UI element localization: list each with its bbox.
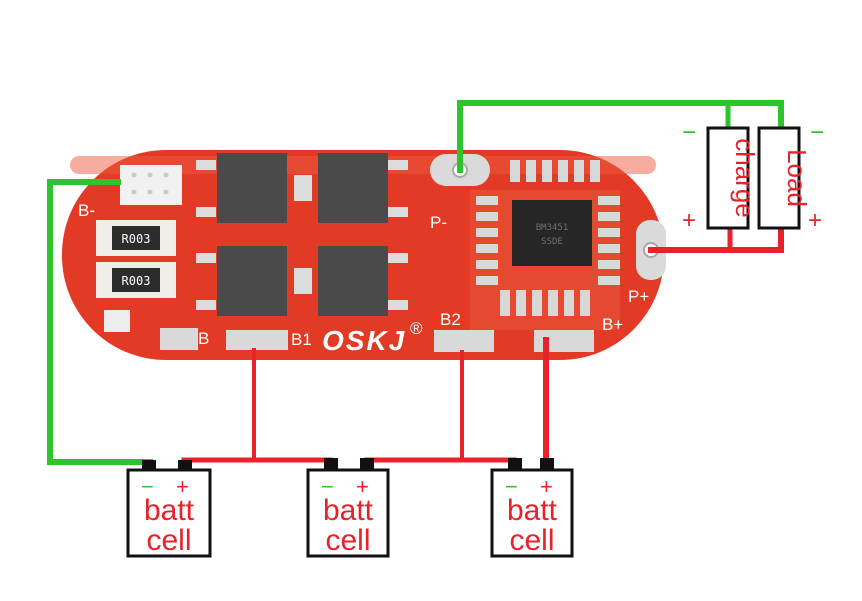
- load-plus-sign: +: [808, 207, 822, 234]
- wire-b-minus-to-cell1: [47, 179, 153, 465]
- cell-1-plus: +: [176, 474, 189, 499]
- b-minus-pad: [120, 165, 182, 205]
- resistor-2-marking: R003: [122, 274, 151, 288]
- charge-minus-sign: −: [682, 119, 696, 146]
- cell-3-plus: +: [540, 474, 553, 499]
- pad-b: [160, 328, 198, 350]
- cell-1-minus: −: [141, 474, 154, 499]
- cell-2-line2: cell: [325, 524, 370, 557]
- b-minus-pad-dots: [131, 172, 169, 195]
- load-label: Load: [782, 149, 812, 207]
- label-b: B: [198, 329, 209, 348]
- pcb-board: B- R003 R003 B B1: [62, 150, 666, 360]
- mosfet-3: [217, 246, 287, 316]
- wire-p-minus-to-terminals: [457, 100, 784, 173]
- svg-text:SSDE: SSDE: [541, 237, 563, 247]
- protection-ic: [512, 200, 592, 266]
- pad-b2: [434, 330, 494, 352]
- sense-resistor-1: R003: [96, 220, 176, 256]
- cell-3-line1: batt: [507, 494, 558, 527]
- label-b1: B1: [291, 330, 312, 349]
- battery-cell-3: − + batt cell: [490, 458, 574, 558]
- svg-text:BM3451: BM3451: [536, 223, 569, 233]
- battery-cell-1: − + batt cell: [126, 460, 212, 558]
- cell-1-line2: cell: [146, 524, 191, 557]
- label-b-plus: B+: [602, 315, 623, 334]
- charge-terminal: charge: [706, 126, 760, 230]
- wiring: [47, 100, 784, 465]
- mosfet-2: [318, 153, 388, 223]
- brand-logo: OSKJ: [322, 325, 406, 356]
- pad-small-left: [104, 310, 130, 332]
- label-p-minus: P-: [430, 213, 447, 232]
- charge-label: charge: [730, 138, 760, 218]
- mosfet-leads: [196, 160, 408, 310]
- wire-p-plus-to-terminals: [648, 225, 784, 253]
- label-b-minus: B-: [78, 201, 95, 220]
- mosfet-1: [217, 153, 287, 223]
- cell-2-minus: −: [321, 474, 334, 499]
- resistor-1-marking: R003: [122, 232, 151, 246]
- cell-3-line2: cell: [509, 524, 554, 557]
- charge-plus-sign: +: [682, 207, 696, 234]
- label-b2: B2: [440, 310, 461, 329]
- pad-b1: [226, 330, 288, 350]
- battery-cell-2: − + batt cell: [306, 458, 390, 558]
- label-p-plus: P+: [628, 287, 649, 306]
- mosfet-array: [217, 153, 388, 316]
- cell-3-minus: −: [505, 474, 518, 499]
- cell-1-line1: batt: [144, 494, 195, 527]
- load-terminal: Load: [757, 126, 812, 230]
- registered-mark: ®: [410, 319, 423, 338]
- mosfet-4: [318, 246, 388, 316]
- sense-resistor-2: R003: [96, 262, 176, 298]
- protection-ic-area: BM3451 SSDE: [470, 160, 620, 330]
- load-minus-sign: −: [810, 119, 824, 146]
- cell-2-plus: +: [356, 474, 369, 499]
- cell-2-line1: batt: [323, 494, 374, 527]
